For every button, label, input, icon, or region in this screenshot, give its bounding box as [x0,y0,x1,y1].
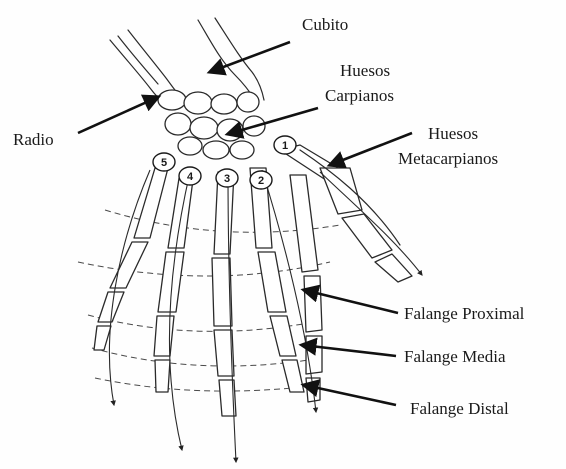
arrow-radio [78,97,158,133]
finger-number-4: 4 [179,167,201,185]
ulna-bone [198,18,264,100]
svg-text:5: 5 [161,157,167,169]
label-falange-distal: Falange Distal [410,399,509,418]
label-radio: Radio [13,130,54,149]
label-carpianos-line1: Huesos [340,61,390,80]
svg-text:4: 4 [187,171,194,183]
svg-text:3: 3 [224,173,230,185]
label-carpianos-line2: Carpianos [325,86,394,105]
carpal-bones [158,90,265,159]
finger-bones [94,168,322,416]
label-falange-media: Falange Media [404,347,506,366]
finger-number-1: 1 [274,136,296,154]
finger-number-2: 2 [250,171,272,189]
label-metacarpianos-line2: Metacarpianos [398,149,498,168]
svg-text:2: 2 [258,175,264,187]
svg-text:1: 1 [282,140,288,152]
label-metacarpianos-line1: Huesos [428,124,478,143]
arrow-carpianos [228,108,318,134]
label-cubito: Cubito [302,15,348,34]
finger-number-3: 3 [216,169,238,187]
finger-number-5: 5 [153,153,175,171]
label-falange-proximal: Falange Proximal [404,304,525,323]
arrow-cubito [210,42,290,72]
